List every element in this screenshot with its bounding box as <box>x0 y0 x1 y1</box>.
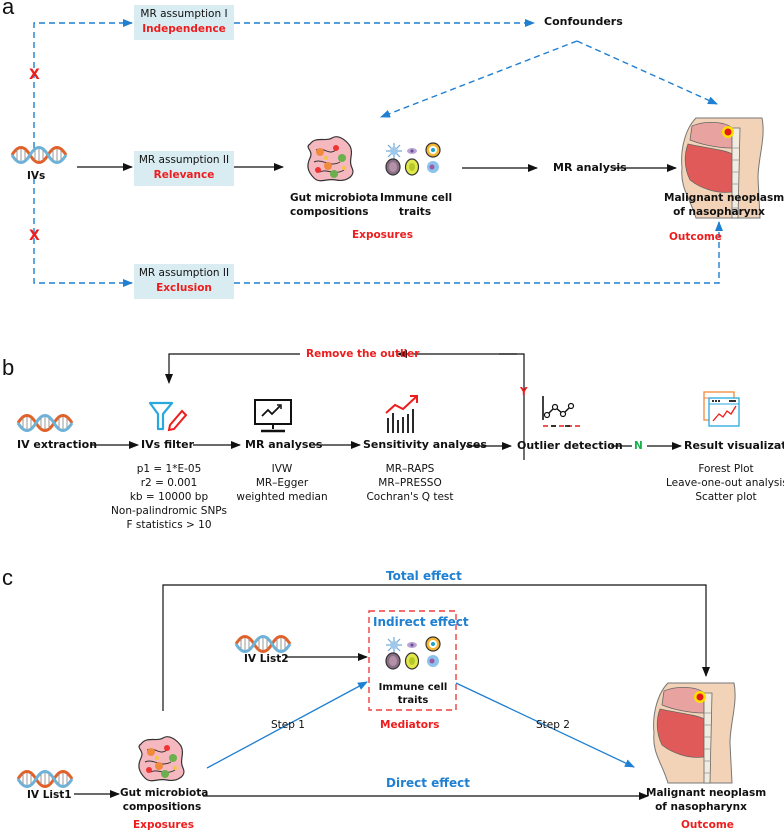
filter-icon <box>148 401 188 432</box>
step-label-result-visualization: Result visualization <box>684 439 784 452</box>
violation-mark: X <box>29 228 40 244</box>
panel-label-a: a <box>2 0 15 19</box>
exposures-label: Exposures <box>133 819 194 831</box>
outcome-label: Outcome <box>669 231 722 243</box>
ivs-filter-details: p1 = 1*E-05 r2 = 0.001 kb = 10000 bp Non… <box>111 463 227 531</box>
sensitivity-details: MR–RAPS MR–PRESSO Cochran's Q test <box>366 463 454 503</box>
total-effect-label: Total effect <box>386 569 462 583</box>
mediators-label: Mediators <box>380 719 440 731</box>
panel-a-arrows <box>33 19 723 287</box>
mr-analysis-label: MR analysis <box>553 161 627 174</box>
mr-analyses-details: IVW MR–Egger weighted median <box>236 463 328 503</box>
no-label: N <box>634 440 643 452</box>
assumption-name: Relevance <box>153 169 215 181</box>
assumption-exclusion-box: MR assumption II Exclusion <box>134 264 234 299</box>
confounders-label: Confounders <box>544 15 623 28</box>
result-windows-icon <box>703 391 740 427</box>
iv-list1-label: IV List1 <box>27 789 72 801</box>
result-visualization-details: Forest Plot Leave-one-out analysis Scatt… <box>666 463 784 503</box>
step2-label: Step 2 <box>536 719 570 731</box>
panel-label-c: c <box>2 565 13 590</box>
panel-label-b: b <box>2 355 15 380</box>
gut-microbiota-icon <box>307 136 354 182</box>
dna-icon <box>16 770 74 788</box>
step-label-mr-analyses: MR analyses <box>245 438 323 451</box>
indirect-effect-label: Indirect effect <box>373 615 469 629</box>
nasopharynx-head-icon <box>653 682 736 784</box>
gut-microbiota-icon <box>138 736 185 782</box>
step-label-outlier-detection: Outlier detection <box>517 439 623 452</box>
panel-b-arrows <box>90 350 682 460</box>
assumption-name: Independence <box>142 23 226 35</box>
monitor-chart-icon <box>254 399 292 433</box>
assumption-independence-box: MR assumption I Independence <box>134 5 234 40</box>
iv-list2-label: IV List2 <box>244 653 289 665</box>
step1-label: Step 1 <box>271 719 305 731</box>
dna-icon <box>234 635 292 653</box>
outcome-label: Outcome <box>681 819 734 831</box>
dna-icon <box>10 146 68 164</box>
assumption-title: MR assumption I <box>140 8 228 20</box>
yes-label: Y <box>520 386 528 398</box>
immune-cells-icon <box>385 142 441 176</box>
assumption-title: MR assumption II <box>138 154 230 166</box>
immune-cells-icon <box>385 636 441 670</box>
remove-outlier-label: Remove the outlier <box>306 348 420 360</box>
assumption-relevance-box: MR assumption II Relevance <box>134 151 234 186</box>
step-label-sensitivity: Sensitivity analyses <box>363 438 487 451</box>
ivs-label: IVs <box>27 170 46 182</box>
trend-bars-icon <box>385 395 418 433</box>
step-label-ivs-filter: IVs filter <box>141 438 195 451</box>
violation-mark: X <box>29 67 40 83</box>
dna-icon <box>16 414 74 432</box>
direct-effect-label: Direct effect <box>386 776 471 790</box>
panel-c-arrows <box>74 584 710 800</box>
step-label-iv-extraction: IV extraction <box>17 438 98 451</box>
outlier-plot-icon <box>542 396 580 427</box>
assumption-name: Exclusion <box>156 282 212 294</box>
exposures-label: Exposures <box>352 229 413 241</box>
assumption-title: MR assumption II <box>138 267 230 279</box>
